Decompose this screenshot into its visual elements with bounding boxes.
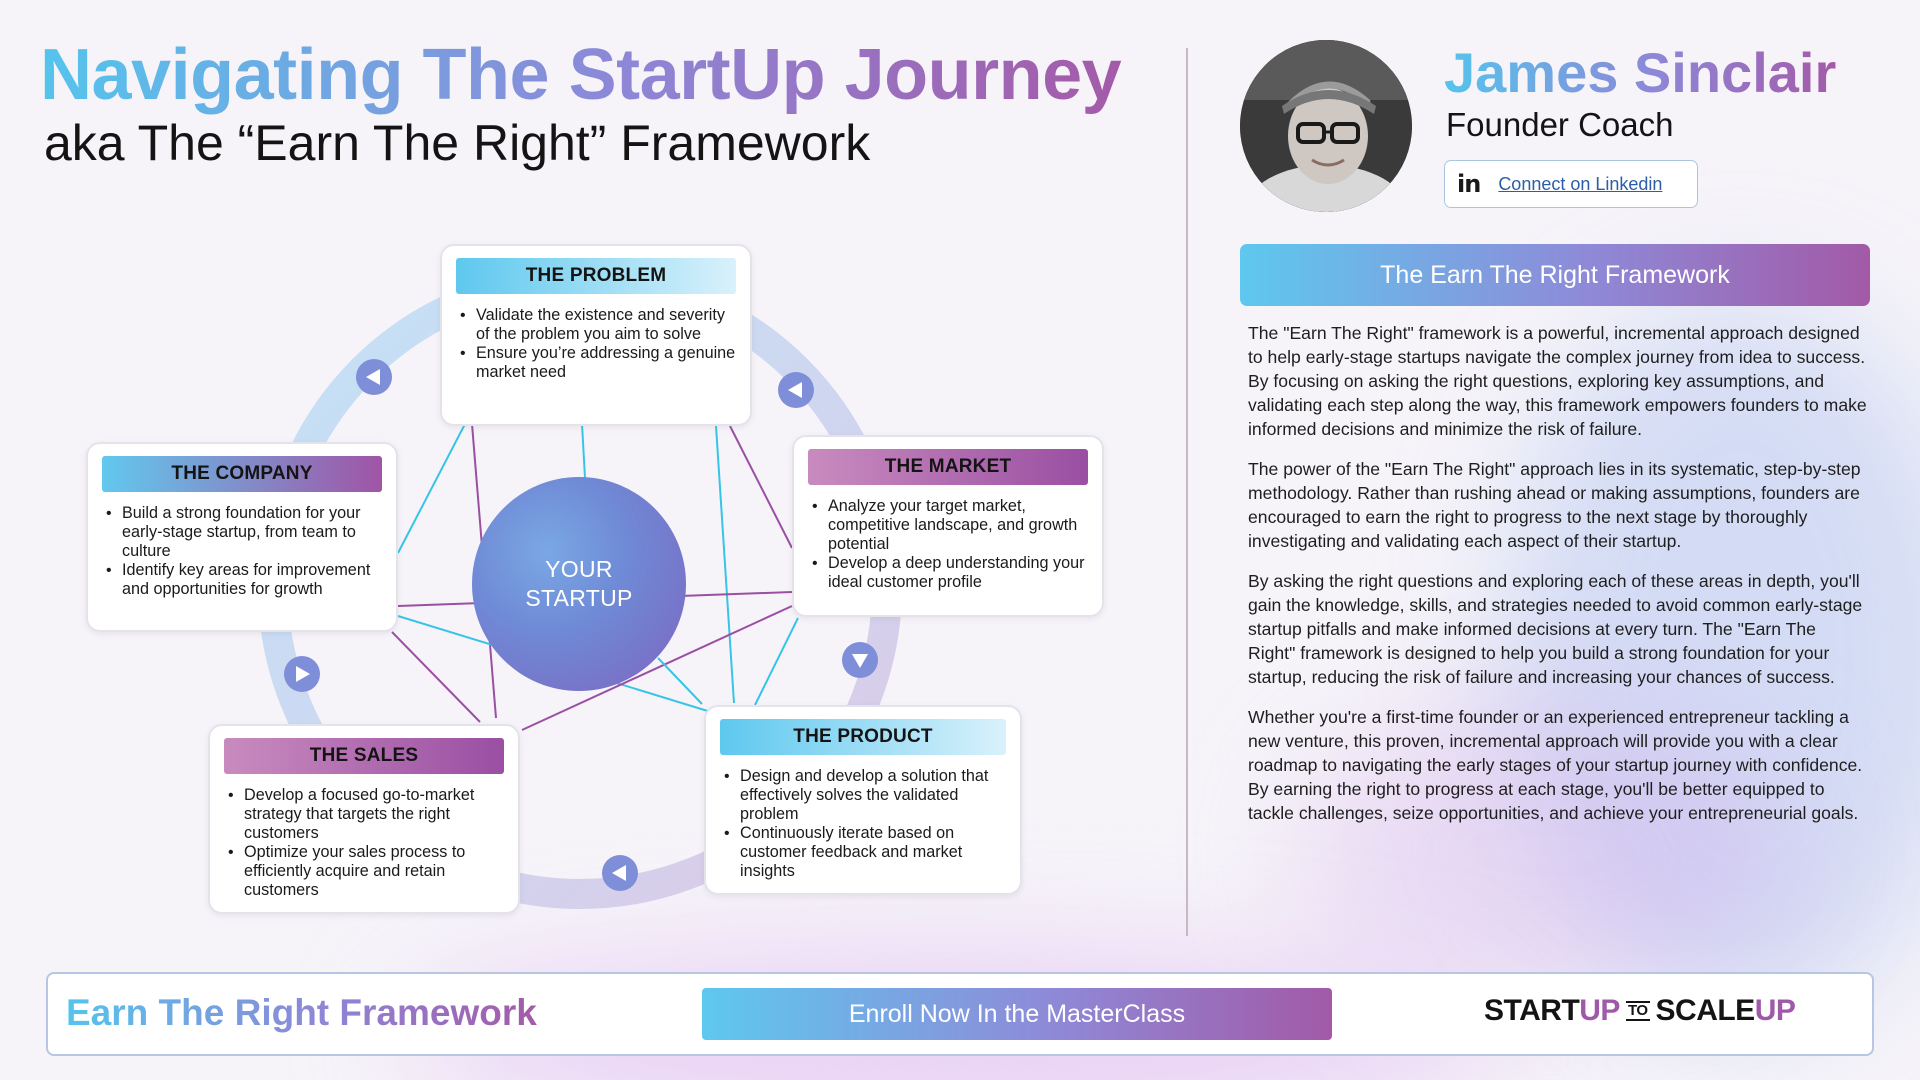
framework-description: The "Earn The Right" framework is a powe… xyxy=(1248,321,1868,841)
card-problem-bullet: Validate the existence and severity of t… xyxy=(456,306,736,344)
connector-line xyxy=(581,423,586,479)
page-title: Navigating The StartUp Journey xyxy=(40,35,1122,115)
connector-line xyxy=(657,657,703,705)
card-sales-bullet: Optimize your sales process to efficient… xyxy=(224,843,504,900)
framework-banner: The Earn The Right Framework xyxy=(1240,244,1870,306)
card-company-bullet: Identify key areas for improvement and o… xyxy=(102,561,382,599)
framework-paragraph: The "Earn The Right" framework is a powe… xyxy=(1248,323,1867,439)
profile-name: James Sinclair xyxy=(1444,41,1837,104)
logo-up-2: UP xyxy=(1754,994,1796,1027)
card-market-bullet: Analyze your target market, competitive … xyxy=(808,497,1088,554)
connector-line xyxy=(397,423,466,554)
cycle-arrow-icon xyxy=(284,656,320,692)
linkedin-link[interactable]: Connect on Linkedin xyxy=(1498,173,1663,194)
cycle-arrow-icon xyxy=(842,642,878,678)
linkedin-icon: in xyxy=(1457,170,1481,198)
framework-diagram: YOUR STARTUP THE PROBLEM Validate the exi… xyxy=(0,0,1180,960)
card-product-title: THE PRODUCT xyxy=(720,719,1006,755)
cycle-arrow-icon xyxy=(778,372,814,408)
card-sales: THE SALES Develop a focused go-to-market… xyxy=(208,724,520,914)
cycle-arrow-icon xyxy=(602,855,638,891)
card-product-bullet: Continuously iterate based on customer f… xyxy=(720,824,1006,881)
framework-paragraph: By asking the right questions and explor… xyxy=(1248,571,1863,687)
cycle-arrow-icon xyxy=(356,359,392,395)
card-company-title: THE COMPANY xyxy=(102,456,382,492)
card-sales-title: THE SALES xyxy=(224,738,504,774)
card-sales-bullet: Develop a focused go-to-market strategy … xyxy=(224,786,504,843)
connector-line xyxy=(521,605,793,731)
avatar xyxy=(1240,40,1412,212)
card-market-title: THE MARKET xyxy=(808,449,1088,485)
hub-label-line1: YOUR xyxy=(545,556,613,582)
cycle-arrows xyxy=(284,359,878,891)
connector-line xyxy=(715,425,735,704)
connector-line xyxy=(754,617,799,706)
logo-scale: SCALE xyxy=(1655,994,1756,1027)
card-problem: THE PROBLEM Validate the existence and s… xyxy=(440,244,752,426)
vertical-divider xyxy=(1186,48,1188,936)
framework-paragraph: Whether you're a first-time founder or a… xyxy=(1248,707,1863,823)
page-subtitle: aka The “Earn The Right” Framework xyxy=(44,115,871,171)
card-product: THE PRODUCT Design and develop a solutio… xyxy=(704,705,1022,895)
your-startup-hub: YOUR STARTUP xyxy=(472,477,686,691)
logo-to: TO xyxy=(1625,1001,1650,1021)
connector-line xyxy=(729,425,793,549)
enroll-button[interactable]: Enroll Now In the MasterClass xyxy=(702,988,1332,1040)
footer-bar: Earn The Right Framework Enroll Now In t… xyxy=(46,972,1874,1056)
card-problem-bullet: Ensure you’re addressing a genuine marke… xyxy=(456,344,736,382)
connector-line xyxy=(391,631,481,723)
card-company: THE COMPANY Build a strong foundation fo… xyxy=(86,442,398,632)
framework-paragraph: The power of the "Earn The Right" approa… xyxy=(1248,459,1861,551)
linkedin-button[interactable]: in Connect on Linkedin xyxy=(1444,160,1698,208)
card-market-bullet: Develop a deep understanding your ideal … xyxy=(808,554,1088,592)
footer-title: Earn The Right Framework xyxy=(66,992,537,1033)
hub-label-line2: STARTUP xyxy=(525,585,633,611)
logo-up: UP xyxy=(1579,994,1620,1027)
card-problem-title: THE PROBLEM xyxy=(456,258,736,294)
card-product-bullet: Design and develop a solution that effec… xyxy=(720,767,1006,824)
card-company-bullet: Build a strong foundation for your early… xyxy=(102,504,382,561)
logo-start: START xyxy=(1484,994,1580,1027)
avatar-photo xyxy=(1240,40,1412,212)
card-market: THE MARKET Analyze your target market, c… xyxy=(792,435,1104,617)
profile-role: Founder Coach xyxy=(1446,106,1674,143)
